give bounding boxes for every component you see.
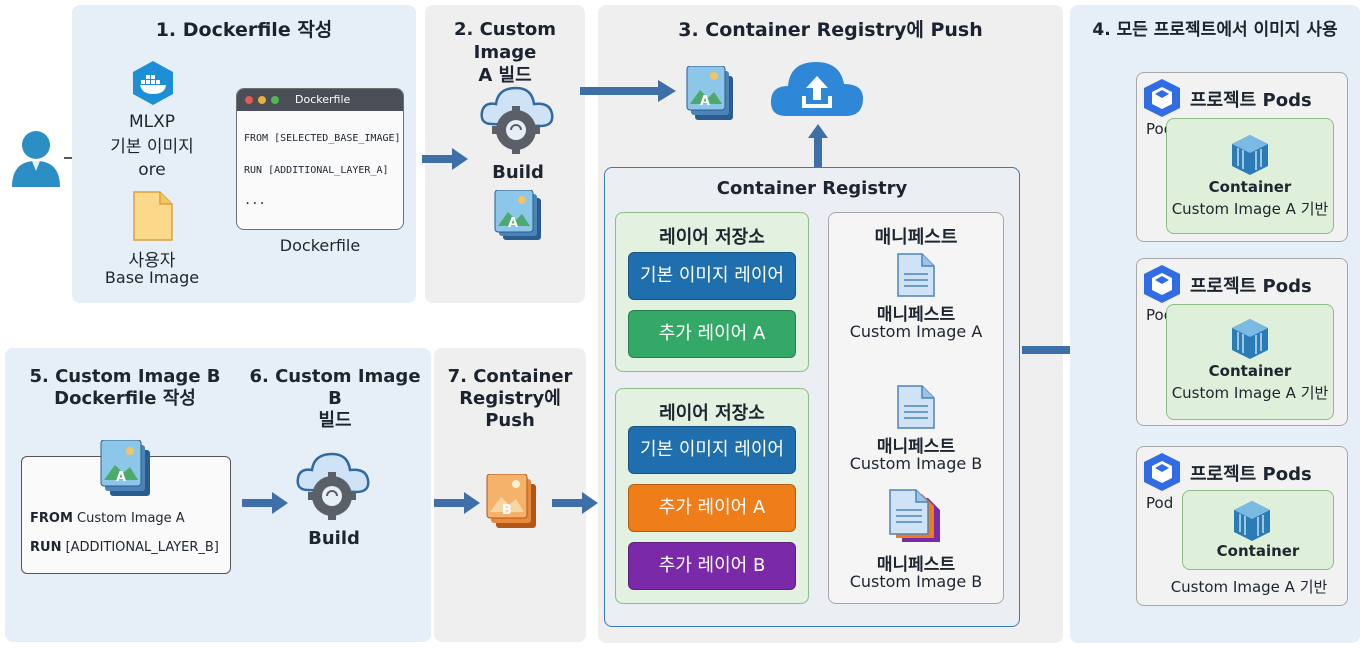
file-icon (132, 190, 174, 242)
manifest-a-title: 매니페스트 (876, 305, 956, 325)
store2-layer-a: 추가 레이어 A (628, 484, 796, 532)
step2-build-label: Build (492, 162, 544, 183)
step2-panel: 2. Custom Image A 빌드 (425, 5, 585, 303)
dockerfile-b-run-keyword: RUN (30, 540, 62, 555)
step2-title: 2. Custom Image A 빌드 (453, 19, 557, 86)
pod-label-3: Pod (1146, 494, 1174, 512)
manifest-b2-sub: Custom Image B (849, 572, 983, 591)
store2-layer-b: 추가 레이어 B (628, 542, 796, 590)
arrow-step2-to-step3 (578, 78, 678, 104)
docker-icon (130, 60, 176, 106)
k8s-icon-2 (1142, 264, 1182, 304)
editor-line-3: ... (244, 193, 266, 207)
window-dot-red (245, 96, 253, 104)
manifest-b2-title: 매니페스트 (876, 555, 956, 575)
dockerfile-caption: Dockerfile (279, 236, 361, 255)
mlxp-label: MLXP (128, 112, 176, 132)
container-image-2: Custom Image A 기반 (1171, 384, 1329, 402)
container-label-2: Container (1208, 362, 1292, 380)
user-image-label: 사용자 (128, 251, 176, 271)
step4-title: 4. 모든 프로젝트에서 이미지 사용 (1092, 20, 1338, 40)
container-icon-3 (1232, 500, 1272, 542)
dockerfile-b-run-value: [ADDITIONAL_LAYER_B] (61, 540, 219, 555)
k8s-icon-1 (1142, 78, 1182, 118)
step6-build-label: Build (308, 528, 360, 549)
image-a-stack-icon: A (494, 189, 544, 242)
user-icon (8, 125, 64, 189)
k8s-icon-3 (1142, 452, 1182, 492)
pushed-image-a-letter: A (700, 94, 711, 109)
container-label-1: Container (1208, 178, 1292, 196)
build-cloud-gear-icon (478, 78, 558, 158)
dockerfile-editor-window: Dockerfile FROM [SELECTED_BASE_IMAGE] RU… (236, 88, 404, 230)
container-icon-2 (1230, 318, 1270, 360)
step1-title: 1. Dockerfile 작성 (155, 19, 333, 41)
pods-group-2-title: 프로젝트 Pods (1190, 276, 1312, 297)
pods-group-1-title: 프로젝트 Pods (1190, 90, 1312, 111)
window-dot-yellow (258, 96, 266, 104)
image-a-letter: A (508, 216, 519, 231)
store1-layer-base: 기본 이미지 레이어 (628, 252, 796, 300)
step7-panel: 7. Container Registry에 Push (434, 348, 586, 642)
arrow-step6-to-step7 (432, 490, 482, 516)
manifest-column-title: 매니페스트 (874, 227, 958, 248)
editor-title: Dockerfile (295, 93, 351, 106)
manifest-b-doc-icon (896, 384, 936, 430)
dockerfile-b-from-keyword: FROM (30, 511, 73, 526)
base-image-a-letter: A (116, 470, 127, 485)
layer-store-2-title: 레이어 저장소 (659, 403, 765, 424)
arrow-registry-to-pods (1020, 337, 1100, 363)
build-b-cloud-gear-icon (294, 444, 374, 524)
window-dot-green (271, 96, 279, 104)
pushed-image-a-icon: A (686, 65, 736, 124)
store1-layer-a: 추가 레이어 A (628, 310, 796, 358)
arrow-step1-to-step2 (420, 146, 470, 172)
arrow-step5-to-step6 (240, 490, 290, 516)
container-icon-1 (1230, 134, 1270, 176)
editor-titlebar: Dockerfile (237, 89, 403, 111)
base-image-a-icon: A (100, 439, 152, 498)
or-label: ore (138, 160, 166, 180)
image-b-stack-icon: B (486, 473, 538, 530)
arrow-registry-to-cloud (806, 122, 830, 168)
registry-title: Container Registry (716, 178, 908, 199)
step3-title: 3. Container Registry에 Push (678, 19, 983, 41)
manifest-a-doc-icon (896, 252, 936, 298)
image-b-letter: B (502, 503, 512, 518)
editor-line-2: RUN [ADDITIONAL_LAYER_A] (244, 165, 389, 176)
arrow-step7-to-registry (550, 490, 600, 516)
dockerfile-b-line-2: RUN [ADDITIONAL_LAYER_B] (30, 540, 219, 555)
step6-title: 6. Custom Image B 빌드 (249, 366, 421, 431)
pods-group-3-title: 프로젝트 Pods (1190, 464, 1312, 485)
manifest-b-stacked-doc-icon (888, 488, 946, 544)
manifest-a-sub: Custom Image A (849, 322, 983, 341)
mlxp-sub-label: 기본 이미지 (110, 137, 194, 157)
step7-title: 7. Container Registry에 Push (447, 366, 573, 431)
container-label-3: Container (1216, 542, 1300, 560)
container-image-3: Custom Image A 기반 (1170, 578, 1328, 596)
dockerfile-b-line-1: FROM Custom Image A (30, 511, 185, 526)
container-image-1: Custom Image A 기반 (1171, 200, 1329, 218)
manifest-b-title: 매니페스트 (876, 437, 956, 457)
manifest-b-sub: Custom Image B (849, 454, 983, 473)
cloud-upload-icon (768, 56, 866, 120)
editor-line-1: FROM [SELECTED_BASE_IMAGE] (244, 133, 401, 144)
step5-title: 5. Custom Image B Dockerfile 작성 (29, 366, 221, 409)
store2-layer-base: 기본 이미지 레이어 (628, 426, 796, 474)
dockerfile-b-from-value: Custom Image A (72, 511, 185, 526)
layer-store-1-title: 레이어 저장소 (659, 227, 765, 248)
user-image-sub-label: Base Image (104, 268, 200, 287)
